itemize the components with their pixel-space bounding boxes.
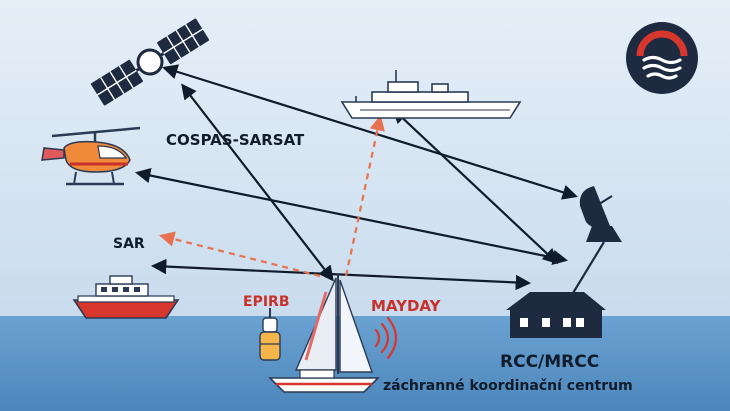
- navy-ship-icon: [340, 70, 522, 119]
- cospas-sarsat-label: COSPAS-SARSAT: [166, 131, 305, 149]
- mayday-label: MAYDAY: [371, 297, 441, 315]
- logo-icon: [626, 22, 698, 94]
- arrow-sailboat-navy: [344, 114, 385, 277]
- connection-arrows: [134, 64, 578, 291]
- ground-station-dish-icon: [569, 186, 622, 299]
- rescue-boat-icon: [72, 275, 180, 319]
- sar-label: SAR: [113, 236, 145, 252]
- arrow-boat-rcc: [150, 258, 532, 291]
- sailboat-icon: [268, 274, 380, 393]
- radio-waves-icon: [374, 316, 398, 360]
- rcc-mrcc-label: RCC/MRCC: [500, 352, 600, 372]
- helicopter-icon: [41, 126, 141, 186]
- epirb-beacon-icon: [259, 308, 281, 361]
- epirb-label: EPIRB: [243, 294, 290, 310]
- building-icon: [506, 292, 606, 338]
- arrow-navy-ground-station: [391, 107, 559, 265]
- rcc-description-label: záchranné koordinační centrum: [383, 378, 633, 394]
- arrow-sailboat-sar: [159, 231, 321, 278]
- satellite-icon: [90, 18, 210, 106]
